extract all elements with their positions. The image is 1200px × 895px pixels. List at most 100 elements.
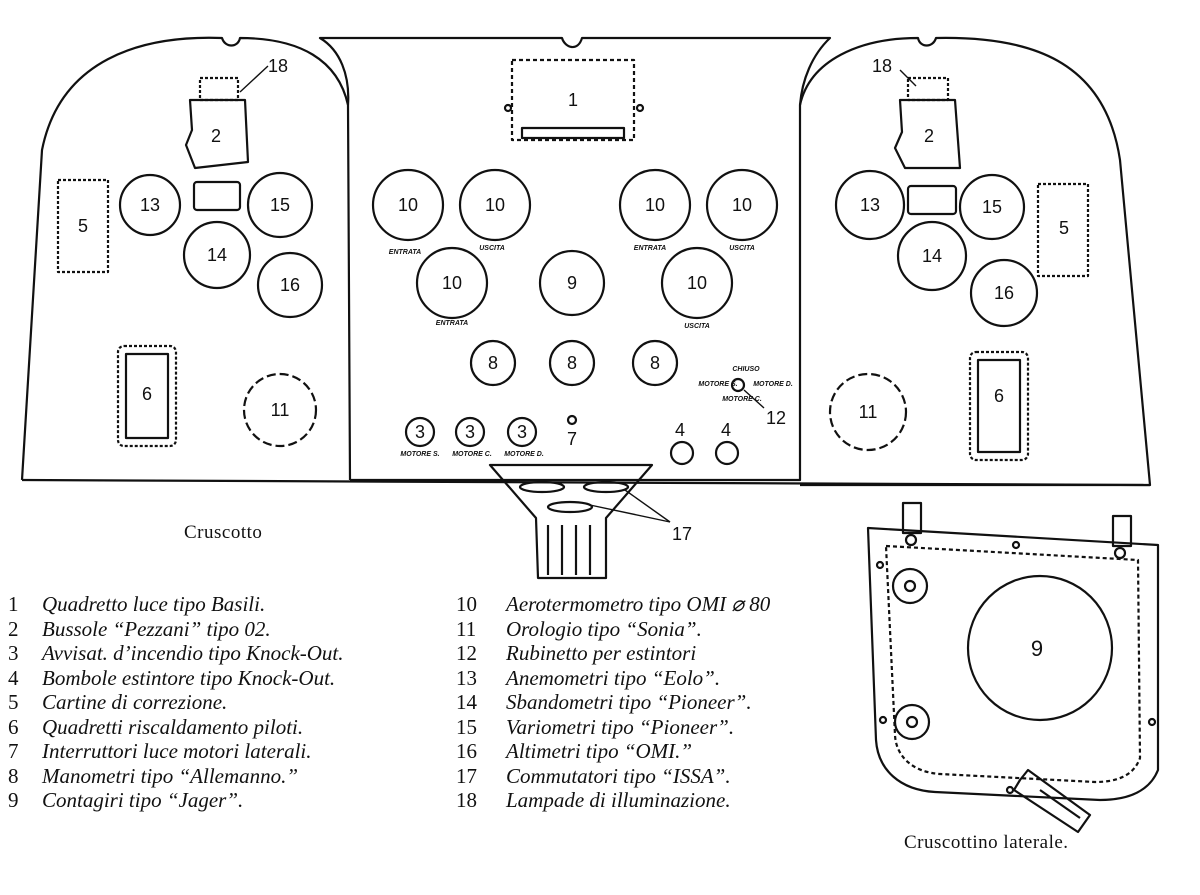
commutator-bracket <box>488 463 654 580</box>
label-2-left: 2 <box>211 126 221 146</box>
label-3-c: 3 <box>517 422 527 442</box>
anemometer-left <box>118 173 182 237</box>
label-10-f: 10 <box>687 273 707 293</box>
commutator-3 <box>546 500 594 514</box>
extinguisher-valve <box>730 377 746 393</box>
side-knob-top-center <box>903 579 917 593</box>
tag-uscita-2: USCITA <box>729 245 755 252</box>
tag-motore-s3: MOTORE S. <box>400 451 439 458</box>
turn-indicator-right <box>896 220 968 292</box>
tag-motore-c3: MOTORE C. <box>452 451 492 458</box>
main-caption: Cruscotto <box>184 522 263 543</box>
leader-17a <box>624 489 671 523</box>
variometer-left <box>246 171 314 239</box>
side-knob-bottom <box>893 703 931 741</box>
label-17: 17 <box>672 524 692 544</box>
aerothermometer-2 <box>458 168 532 242</box>
tag-motore-d: MOTORE D. <box>753 381 793 388</box>
heating-panel-left-outer <box>116 344 178 448</box>
side-screw <box>1113 546 1127 560</box>
label-9: 9 <box>567 273 577 293</box>
label-14-right: 14 <box>922 246 942 266</box>
aerothermometer-6 <box>660 246 734 320</box>
tag-motore-c: MOTORE C. <box>722 396 762 403</box>
clock-left <box>242 372 318 448</box>
label-3-a: 3 <box>415 422 425 442</box>
tag-motore-s: MOTORE S. <box>698 381 737 388</box>
label-10-d: 10 <box>732 195 752 215</box>
label-5-right: 5 <box>1059 218 1069 238</box>
label-2-right: 2 <box>924 126 934 146</box>
light-switch <box>566 414 578 426</box>
fire-warner-1 <box>404 416 436 448</box>
panel-bottom-edge <box>21 478 1151 487</box>
label-16-left: 16 <box>280 275 300 295</box>
commutator-1 <box>518 480 566 494</box>
label-1: 1 <box>568 90 578 110</box>
light-panel-screw <box>503 103 513 113</box>
side-knob-bottom-center <box>905 715 919 729</box>
indicator-window-left <box>192 180 242 212</box>
altimeter-left <box>256 251 324 319</box>
manometer-1 <box>469 339 517 387</box>
compass-right <box>893 98 962 170</box>
side-caption: Cruscottino laterale. <box>904 832 1069 853</box>
label-13-left: 13 <box>140 195 160 215</box>
main-panel-outline <box>20 36 352 481</box>
lamp-housing-right <box>906 76 950 102</box>
label-7: 7 <box>567 429 577 449</box>
aerothermometer-1 <box>371 168 445 242</box>
clock-right <box>828 372 908 452</box>
anemometer-right <box>834 169 906 241</box>
light-panel-strip <box>520 126 626 140</box>
extinguisher-bottle-2 <box>714 440 740 466</box>
light-panel-box <box>510 58 636 142</box>
tag-uscita-3: USCITA <box>684 323 710 330</box>
label-11-right: 11 <box>859 402 878 422</box>
manometer-3 <box>631 339 679 387</box>
tag-motore-d3: MOTORE D. <box>504 451 544 458</box>
label-16-right: 16 <box>994 283 1014 303</box>
label-15-left: 15 <box>270 195 290 215</box>
side-screw <box>1147 717 1157 727</box>
tag-entrata-3: ENTRATA <box>436 320 468 327</box>
label-18-right: 18 <box>872 56 892 76</box>
label-6-left: 6 <box>142 384 152 404</box>
instrument-panel-diagram <box>20 36 1152 580</box>
altimeter-right <box>969 258 1039 328</box>
heating-panel-right <box>976 358 1022 454</box>
label-6-right: 6 <box>994 386 1004 406</box>
label-10-b: 10 <box>485 195 505 215</box>
commutator-2 <box>582 480 630 494</box>
aerothermometer-4 <box>705 168 779 242</box>
side-tachometer <box>966 574 1114 722</box>
tachometer <box>538 249 606 317</box>
label-4-a: 4 <box>675 420 685 440</box>
label-8-a: 8 <box>488 353 498 373</box>
label-15-right: 15 <box>982 197 1002 217</box>
extinguisher-bottle-1 <box>669 440 695 466</box>
side-panel-inner <box>884 544 1142 784</box>
label-12: 12 <box>766 408 786 428</box>
label-18-left: 18 <box>268 56 288 76</box>
aerothermometer-5 <box>415 246 489 320</box>
tag-entrata-2: ENTRATA <box>634 245 666 252</box>
correction-card-right <box>1036 182 1090 278</box>
